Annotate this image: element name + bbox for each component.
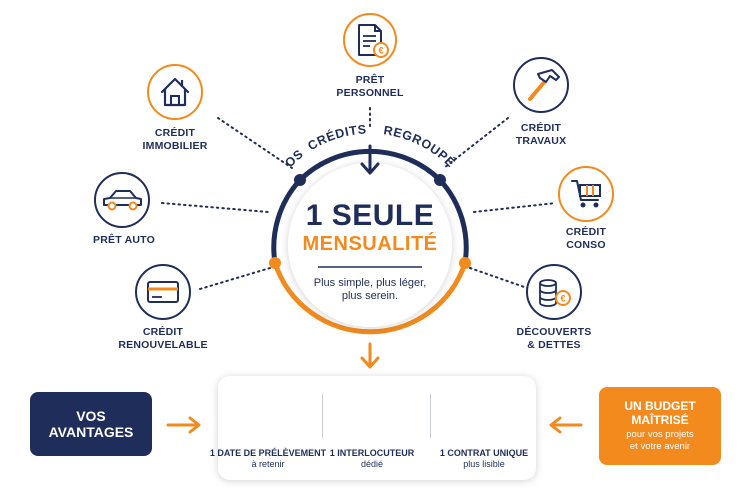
center-line2: MENSUALITÉ — [302, 233, 438, 255]
car-icon — [94, 172, 150, 228]
hammer-icon — [513, 57, 569, 113]
svg-text:€: € — [560, 294, 565, 304]
label-decouverts-dettes: DÉCOUVERTS& DETTES — [516, 326, 592, 351]
credit-card-icon — [135, 264, 191, 320]
arrow-left-icon — [549, 416, 583, 434]
center-sub2: plus serein. — [341, 290, 399, 302]
svg-text:€: € — [378, 46, 383, 56]
advantages-panel — [218, 376, 536, 480]
ring-arc-right — [438, 178, 469, 264]
center-line1: 1 SEULE — [305, 199, 435, 232]
panel-divider-1 — [322, 394, 323, 438]
coins-icon: € — [526, 264, 582, 320]
center-heading: 1 SEULE MENSUALITÉ — [303, 200, 438, 256]
connector-pret-auto — [161, 202, 269, 213]
arrow-right-icon — [166, 416, 201, 434]
pret-personnel-icon: € — [343, 13, 397, 67]
ring-dot-bottom-right — [459, 257, 471, 269]
ring-dot-bottom-left — [269, 257, 281, 269]
ring-dot-top-right — [434, 174, 446, 186]
ring-dot-top-left — [294, 174, 306, 186]
budget-maitrise-box: UN BUDGET MAÎTRISÉ pour vos projets et v… — [599, 387, 721, 465]
connector-credit-travaux — [443, 117, 509, 169]
connector-credit-immobilier — [217, 117, 293, 169]
center-circle — [288, 163, 452, 327]
ring-arc-bottom — [272, 262, 468, 335]
panel-divider-2 — [430, 394, 431, 438]
arc-title-word-2: CRÉDITS — [305, 122, 367, 153]
vos-avantages-box: VOS AVANTAGES — [30, 392, 152, 456]
ring-arc-left — [271, 178, 302, 264]
label-pret-auto: PRÊT AUTO — [93, 234, 155, 246]
cart-icon — [558, 166, 614, 222]
house-icon — [147, 64, 203, 120]
center-subtitle: Plus simple, plus léger, plus serein. — [314, 277, 427, 303]
connector-decouverts — [469, 267, 531, 290]
arrow-down-orange-icon — [360, 342, 380, 369]
connector-credit-renouvelable — [199, 267, 271, 290]
connectors — [161, 107, 557, 290]
connector-credit-conso — [473, 202, 557, 213]
arrow-down-icon — [360, 144, 380, 175]
center-sub1: Plus simple, plus léger, — [313, 277, 427, 289]
